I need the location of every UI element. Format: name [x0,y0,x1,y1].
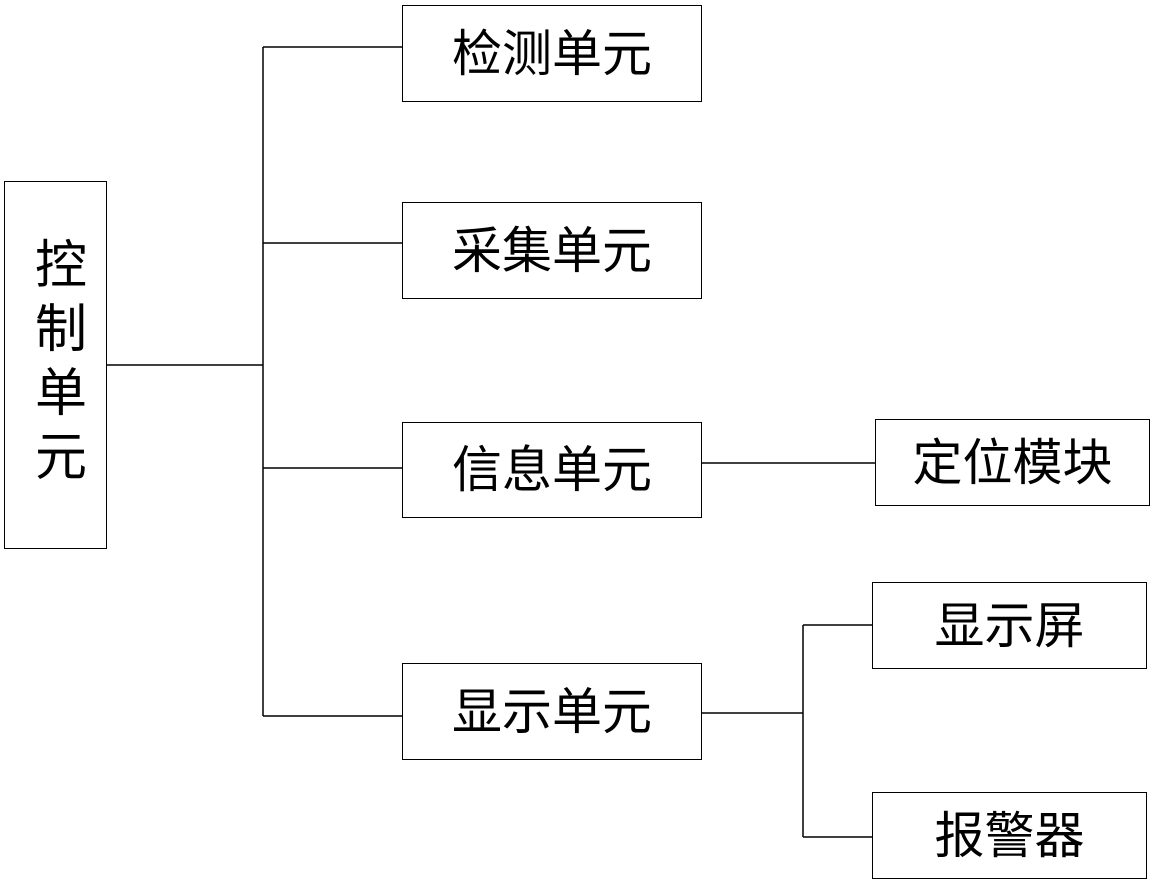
display-unit-label: 显示单元 [452,687,652,737]
display-screen-box: 显示屏 [872,582,1147,669]
detection-unit-box: 检测单元 [402,5,702,102]
alarm-box: 报警器 [872,792,1147,879]
positioning-module-label: 定位模块 [913,438,1113,488]
positioning-module-box: 定位模块 [875,419,1150,506]
alarm-label: 报警器 [935,811,1085,861]
detection-unit-label: 检测单元 [452,29,652,79]
acquisition-unit-box: 采集单元 [402,202,702,299]
control-unit-label: 控制单元 [30,237,82,493]
display-screen-label: 显示屏 [935,601,1085,651]
information-unit-label: 信息单元 [452,445,652,495]
information-unit-box: 信息单元 [402,422,702,518]
control-unit-box: 控制单元 [4,181,107,549]
acquisition-unit-label: 采集单元 [452,226,652,276]
display-unit-box: 显示单元 [402,663,702,760]
